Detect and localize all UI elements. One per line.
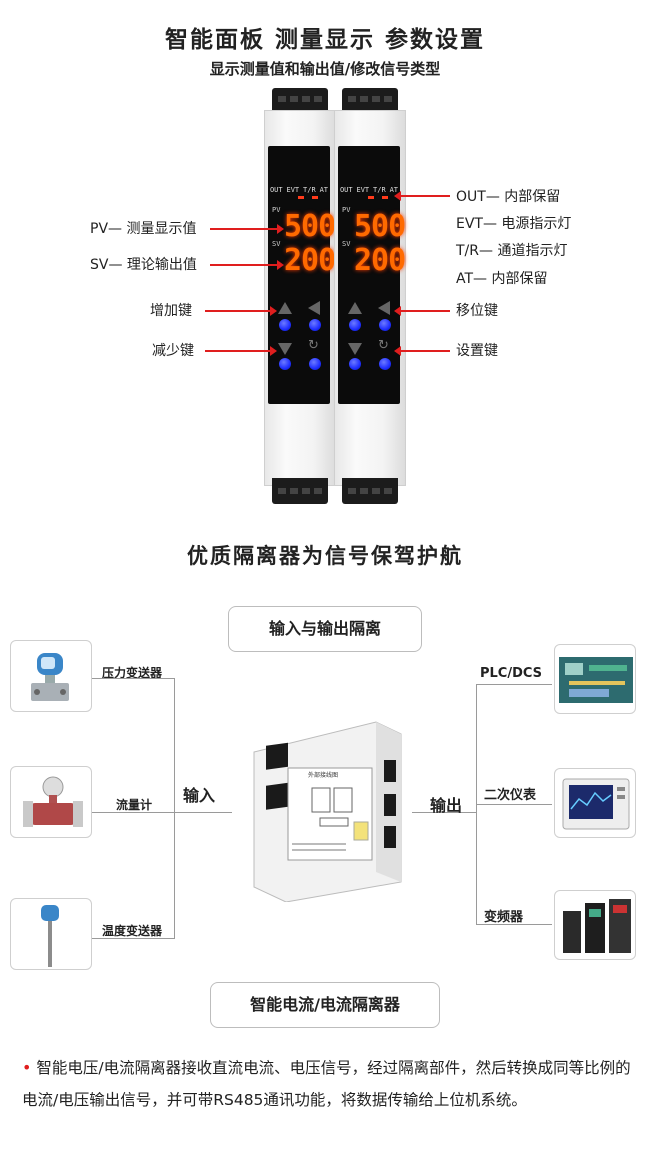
output-label-plc: PLC/DCS: [480, 666, 543, 681]
input-connector: [174, 812, 232, 813]
isolator-device-image: 外部接线图: [236, 712, 411, 903]
output-label: 输出: [430, 796, 463, 815]
down-button[interactable]: [279, 358, 291, 370]
wiring-label: 外部接线图: [308, 772, 339, 779]
description-paragraph: • 智能电压/电流隔离器接收直流电流、电压信号，经过隔离部件，然后转换成同等比例…: [22, 1052, 632, 1116]
bottom-terminal: [272, 478, 328, 504]
connector-line: [476, 804, 552, 805]
callout-out: OUT— 内部保留: [456, 189, 561, 205]
isolator-module-right: OUT EVT T/R AT PV SV 500 200 ↻: [334, 88, 406, 504]
input-label-flow: 流量计: [116, 798, 153, 812]
up-button[interactable]: [349, 319, 361, 331]
pv-label: PV: [342, 206, 351, 214]
indicator-tr: T/R: [303, 186, 316, 194]
section-title: 优质隔离器为信号保驾护航: [187, 544, 463, 568]
down-arrow-icon: [278, 343, 292, 355]
bullet-icon: •: [22, 1058, 32, 1077]
down-arrow-icon: [348, 343, 362, 355]
connector-line: [92, 812, 174, 813]
callout-set-arrow: [394, 346, 450, 356]
inverter-image: [554, 890, 636, 960]
indicator-evt: EVT: [286, 186, 300, 194]
indicator-evt: EVT: [356, 186, 370, 194]
set-button[interactable]: [379, 358, 391, 370]
output-label-meter: 二次仪表: [484, 788, 537, 803]
set-cycle-icon: ↻: [308, 338, 319, 353]
input-label-pressure: 压力变送器: [102, 666, 163, 680]
sv-label: SV: [272, 240, 281, 248]
indicator-at: AT: [319, 186, 329, 194]
sv-display: 200: [284, 243, 336, 278]
page-title: 智能面板 测量显示 参数设置: [164, 27, 485, 53]
input-label-temperature: 温度变送器: [102, 924, 163, 938]
connector-line: [92, 678, 174, 679]
input-label: 输入: [183, 786, 216, 805]
pv-display: 500: [284, 209, 336, 244]
up-arrow-icon: [278, 302, 292, 314]
tr-led: [312, 196, 318, 199]
callout-at: AT— 内部保留: [456, 271, 548, 287]
evt-led: [368, 196, 374, 199]
left-arrow-icon: [308, 301, 320, 315]
sv-display: 200: [354, 243, 406, 278]
callout-out-arrow: [394, 191, 450, 201]
connector-line: [92, 938, 174, 939]
callout-tr: T/R— 通道指示灯: [456, 243, 568, 259]
pv-label: PV: [272, 206, 281, 214]
secondary-meter-image: [554, 768, 636, 838]
bottom-terminal: [342, 478, 398, 504]
callout-up-key: 增加键: [150, 303, 192, 319]
up-button[interactable]: [279, 319, 291, 331]
callout-set-key: 设置键: [456, 343, 498, 359]
set-cycle-icon: ↻: [378, 338, 389, 353]
callout-sv: SV— 理论输出值: [90, 257, 197, 273]
indicator-at: AT: [389, 186, 399, 194]
indicator-out: OUT: [339, 186, 353, 194]
pressure-transmitter-image: [10, 640, 92, 712]
callout-pv-arrow: [210, 224, 284, 234]
isolator-module-left: OUT EVT T/R AT PV SV 500 200 ↻: [264, 88, 336, 504]
indicator-row: OUT EVT T/R AT: [268, 186, 330, 194]
description-text: 智能电压/电流隔离器接收直流电流、电压信号，经过隔离部件，然后转换成同等比例的电…: [22, 1059, 631, 1109]
down-button[interactable]: [349, 358, 361, 370]
tr-led: [382, 196, 388, 199]
up-arrow-icon: [348, 302, 362, 314]
callout-sv-arrow: [210, 260, 284, 270]
plc-dcs-image: [554, 644, 636, 714]
callout-down-key: 减少键: [152, 343, 194, 359]
evt-led: [298, 196, 304, 199]
indicator-tr: T/R: [373, 186, 386, 194]
callout-up-arrow: [205, 306, 277, 316]
callout-evt: EVT— 电源指示灯: [456, 216, 572, 232]
sv-label: SV: [342, 240, 351, 248]
flow-meter-image: [10, 766, 92, 838]
callout-shift-key: 移位键: [456, 303, 498, 319]
left-arrow-icon: [378, 301, 390, 315]
callout-pv: PV— 测量显示值: [90, 221, 197, 237]
connector-line: [476, 684, 552, 685]
shift-button[interactable]: [379, 319, 391, 331]
shift-button[interactable]: [309, 319, 321, 331]
temperature-transmitter-image: [10, 898, 92, 970]
connector-line: [476, 924, 552, 925]
set-button[interactable]: [309, 358, 321, 370]
page-subtitle: 显示测量值和输出值/修改信号类型: [209, 60, 441, 78]
pv-display: 500: [354, 209, 406, 244]
callout-down-arrow: [205, 346, 277, 356]
callout-shift-arrow: [394, 306, 450, 316]
isolation-pill: 输入与输出隔离: [228, 606, 422, 652]
output-connector: [412, 812, 476, 813]
indicator-row: OUT EVT T/R AT: [338, 186, 400, 194]
output-label-inverter: 变频器: [484, 910, 524, 925]
indicator-out: OUT: [269, 186, 283, 194]
connector-line: [174, 678, 175, 939]
product-pill: 智能电流/电流隔离器: [210, 982, 440, 1028]
